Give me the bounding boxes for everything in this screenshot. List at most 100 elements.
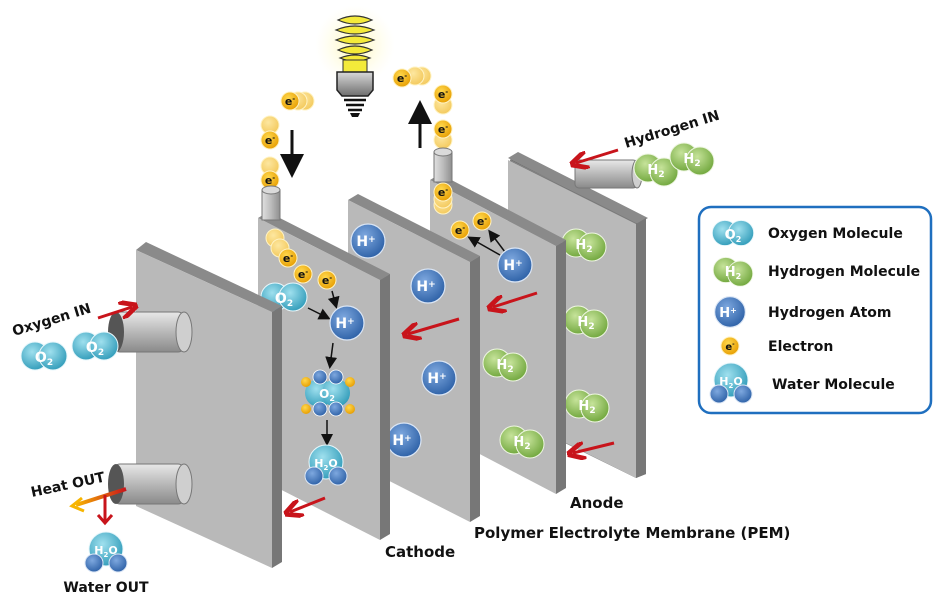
svg-text:H2: H2 [683, 152, 700, 169]
cathode-flow-plate [108, 242, 282, 568]
electron-icon: e- [317, 270, 337, 290]
flow-arrow [290, 496, 326, 512]
hydrogen-atom-icon: H+ [329, 305, 365, 341]
hydrogen-molecule-icon: H2 [564, 389, 610, 423]
hydrogen-molecule-icon: H2 [669, 142, 715, 176]
svg-text:O2: O2 [319, 387, 335, 403]
svg-text:e-: e- [477, 215, 487, 228]
svg-text:e-: e- [725, 341, 735, 353]
hydrogen-molecule-icon: H2 [482, 348, 528, 382]
hydrogen-molecule-icon: H2 [712, 256, 754, 287]
electron-icon: e- [450, 220, 470, 240]
svg-text:H+: H+ [416, 279, 435, 295]
electron-icon: e- [433, 84, 453, 104]
water-molecule-icon: H2O [709, 362, 753, 404]
svg-text:Hydrogen Atom: Hydrogen Atom [768, 305, 891, 321]
oxygen-molecule-icon: O2 [711, 219, 755, 247]
hydrogen-molecules-anode: H2 H2 H2 [561, 228, 615, 453]
hydrogen-atom-icon: H+ [386, 422, 422, 458]
svg-text:H2O: H2O [94, 544, 117, 559]
hydrogen-atom-icon: H+ [421, 360, 457, 396]
svg-text:e-: e- [438, 186, 448, 199]
reaction-complex: O2 [301, 369, 355, 417]
electron-icon: e- [293, 264, 313, 284]
svg-text:Water Molecule: Water Molecule [772, 377, 895, 393]
svg-text:e-: e- [283, 252, 293, 265]
svg-text:e-: e- [397, 72, 407, 85]
svg-text:e-: e- [438, 123, 448, 136]
heat-out-label: Heat OUT [30, 470, 107, 501]
legend-item-hydrogen-atom: H+ Hydrogen Atom [714, 296, 891, 328]
electron-icon: e- [392, 68, 412, 88]
svg-text:e-: e- [285, 95, 295, 108]
heat-out-arrow [75, 487, 127, 507]
cathode-plate: e- e- e- O2 H+ O2 H2O [258, 185, 390, 540]
electron-flow-external: e- e- e- e- e- e- [260, 66, 453, 190]
svg-text:H+: H+ [719, 306, 737, 321]
flow-arrow [573, 443, 615, 453]
electron-icon: e- [260, 170, 280, 190]
svg-text:Hydrogen Molecule: Hydrogen Molecule [768, 264, 920, 280]
svg-text:e-: e- [322, 274, 332, 287]
water-out-label: Water OUT [63, 580, 149, 596]
svg-text:e-: e- [265, 174, 275, 187]
svg-text:O2: O2 [86, 340, 104, 358]
svg-text:H2: H2 [577, 315, 594, 332]
svg-text:H2: H2 [647, 163, 664, 180]
svg-text:H+: H+ [356, 234, 375, 250]
hydrogen-atom-icon: H+ [714, 296, 746, 328]
electron-icon: e- [433, 119, 453, 139]
electron-icon: e- [720, 336, 740, 356]
legend-item-oxygen-molecule: O2 Oxygen Molecule [711, 219, 903, 247]
proton-flow-arrow [493, 291, 538, 307]
svg-text:H2: H2 [496, 358, 513, 375]
svg-text:Electron: Electron [768, 339, 833, 355]
svg-text:e-: e- [455, 224, 465, 237]
svg-text:e-: e- [265, 134, 275, 147]
hydrogen-molecule-icon: H2 [499, 425, 545, 459]
svg-text:O2: O2 [35, 350, 53, 368]
svg-text:e-: e- [298, 268, 308, 281]
water-molecule-icon: H2O [304, 444, 348, 486]
svg-text:O2: O2 [725, 228, 742, 244]
oxygen-molecule-icon: O2 [20, 341, 68, 371]
svg-text:H2O: H2O [719, 375, 742, 390]
hydrogen-molecule-icon: H2 [633, 153, 679, 187]
svg-text:H2: H2 [513, 435, 530, 452]
svg-text:H2: H2 [575, 238, 592, 255]
cathode-label: Cathode [385, 543, 455, 561]
svg-text:Oxygen Molecule: Oxygen Molecule [768, 226, 903, 242]
oxygen-molecule-icon: O2 [260, 282, 308, 312]
legend-item-electron: e- Electron [720, 336, 833, 356]
electron-icon: e- [472, 211, 492, 231]
svg-text:H+: H+ [503, 258, 522, 274]
hydrogen-molecule-icon: H2 [563, 305, 609, 339]
water-molecule-icon: H2O [84, 531, 128, 573]
legend-item-water-molecule: H2O Water Molecule [709, 362, 895, 404]
hydrogen-molecule-icon: H2 [561, 228, 607, 262]
light-bulb-icon [315, 5, 395, 117]
proton-flow-arrow [408, 317, 460, 334]
svg-text:H+: H+ [335, 316, 354, 332]
electron-icon: e- [278, 248, 298, 268]
svg-text:e-: e- [438, 88, 448, 101]
legend: O2 Oxygen Molecule H2 Hydrogen Molecule … [697, 205, 933, 415]
legend-item-hydrogen-molecule: H2 Hydrogen Molecule [712, 256, 920, 287]
hydrogen-atom-icon: H+ [497, 247, 533, 283]
anode-label: Anode [570, 494, 624, 512]
svg-text:H+: H+ [427, 371, 446, 387]
svg-text:O2: O2 [275, 291, 293, 309]
oxygen-in-group: Oxygen IN O2 O2 [10, 301, 132, 371]
hydrogen-in-arrow [576, 148, 619, 163]
hydrogen-atom-icon: H+ [350, 223, 386, 259]
electron-icon: e- [433, 182, 453, 202]
electron-icon: e- [260, 130, 280, 150]
svg-text:H2: H2 [725, 265, 741, 281]
svg-text:H2O: H2O [314, 457, 337, 472]
hydrogen-atom-icon: H+ [410, 268, 446, 304]
svg-text:H2: H2 [578, 399, 595, 416]
oxygen-molecule-icon: O2 [71, 331, 119, 361]
electron-icon: e- [280, 91, 300, 111]
svg-text:H+: H+ [392, 433, 411, 449]
